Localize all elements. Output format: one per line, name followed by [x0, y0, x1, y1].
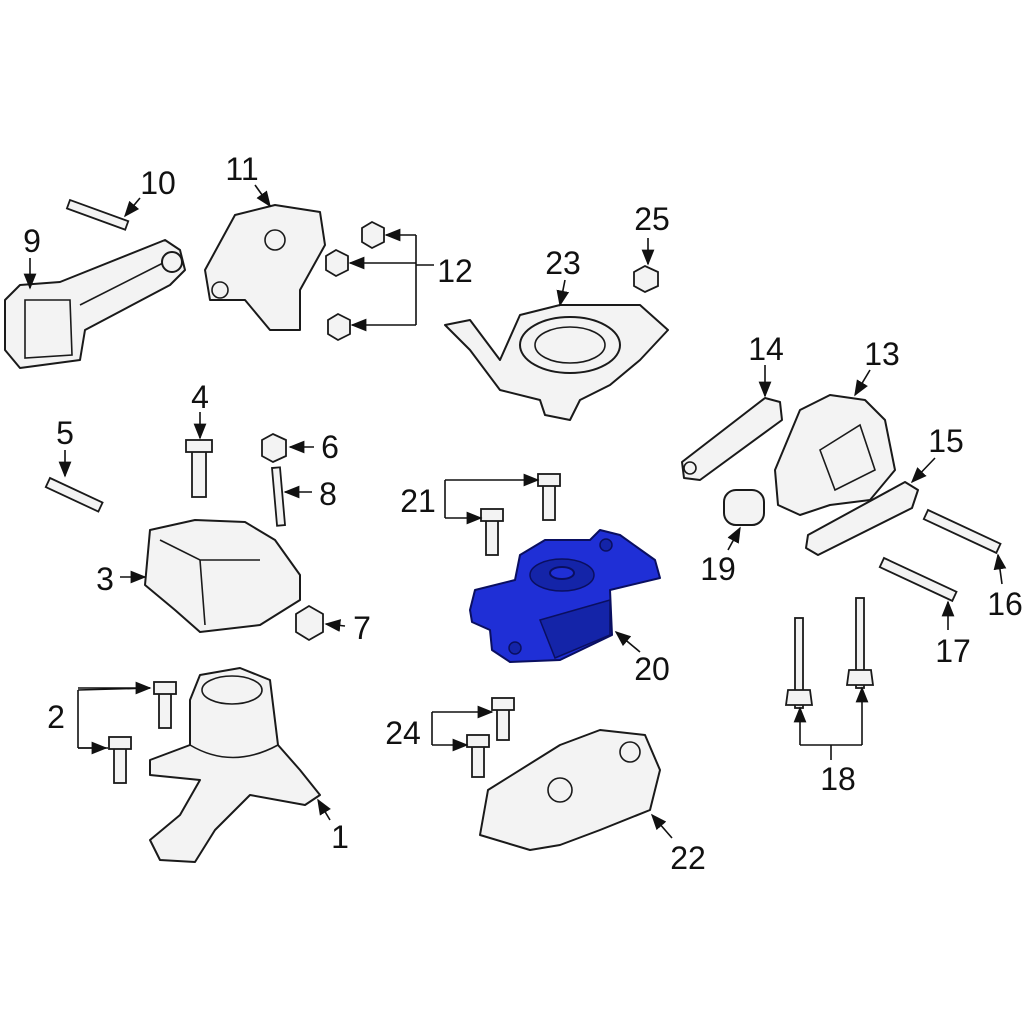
callout-4: 4: [191, 379, 209, 415]
callout-9: 9: [23, 223, 41, 259]
part-9-torque-rod[interactable]: [4, 239, 186, 369]
callout-13: 13: [864, 336, 900, 372]
callout-22: 22: [670, 840, 706, 876]
callout-15: 15: [928, 423, 964, 459]
callout-labels: 1 2 3 4 5 6 7 8 9 10 11 12 13 14 15 16 1…: [23, 151, 1023, 876]
callout-23: 23: [545, 245, 581, 281]
part-2-bolts[interactable]: [108, 681, 177, 784]
callout-12: 12: [437, 253, 473, 289]
part-8-stud[interactable]: [271, 466, 286, 527]
part-13-mount[interactable]: [774, 394, 896, 516]
part-4-bolt[interactable]: [185, 439, 213, 498]
part-7-nut[interactable]: [295, 604, 324, 642]
callout-10: 10: [140, 165, 176, 201]
callout-11: 11: [225, 151, 258, 187]
part-6-nut[interactable]: [261, 432, 287, 464]
callout-25: 25: [634, 201, 670, 237]
part-25-nut[interactable]: [633, 264, 659, 294]
callout-20: 20: [634, 651, 670, 687]
callout-14: 14: [748, 331, 784, 367]
part-1-engine-mount[interactable]: [149, 667, 321, 863]
callout-24: 24: [385, 715, 421, 751]
part-22-mount[interactable]: [479, 729, 661, 851]
callout-3: 3: [96, 561, 114, 597]
part-15-bracket[interactable]: [805, 481, 919, 556]
callout-19: 19: [700, 551, 736, 587]
part-5-bolt[interactable]: [44, 476, 104, 513]
callout-16: 16: [987, 586, 1023, 622]
part-16-bolt[interactable]: [922, 508, 1002, 555]
callout-8: 8: [319, 476, 337, 512]
part-14-bracket[interactable]: [681, 397, 783, 481]
leader-lines: [23, 184, 1007, 839]
callout-1: 1: [331, 819, 349, 855]
part-11-bracket[interactable]: [204, 204, 326, 331]
part-21-bolts[interactable]: [480, 473, 561, 556]
callout-21: 21: [400, 483, 436, 519]
callout-2: 2: [47, 699, 65, 735]
callout-18: 18: [820, 761, 856, 797]
callout-17: 17: [935, 633, 971, 669]
part-12-nuts[interactable]: [325, 220, 385, 342]
part-24-bolts[interactable]: [466, 697, 515, 778]
part-20-transmission-mount[interactable]: [469, 529, 661, 663]
callout-7: 7: [353, 610, 371, 646]
callout-5: 5: [56, 415, 74, 451]
callout-6: 6: [321, 429, 339, 465]
part-23-mount-bracket[interactable]: [444, 304, 669, 421]
part-10-bolt[interactable]: [65, 198, 130, 231]
part-3-bracket[interactable]: [144, 519, 301, 633]
part-17-bolt[interactable]: [878, 556, 958, 603]
part-19-bushing[interactable]: [723, 489, 765, 526]
part-18-studs[interactable]: [784, 597, 875, 709]
